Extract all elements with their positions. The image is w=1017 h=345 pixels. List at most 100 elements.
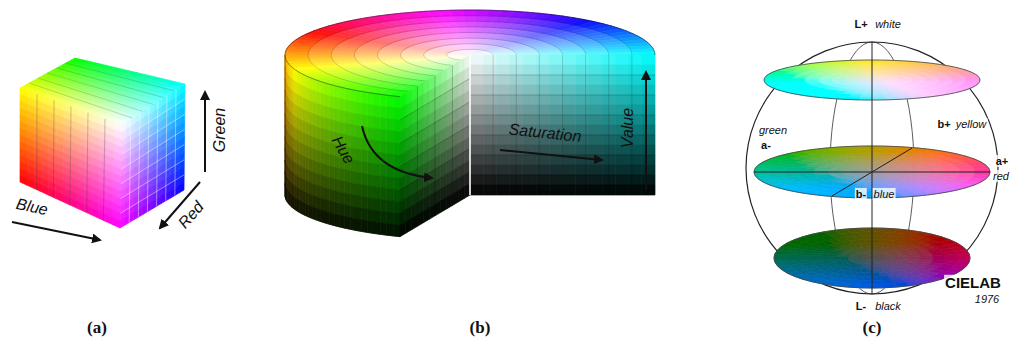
cylinder-cut-face-cell	[523, 55, 536, 65]
cylinder-cut-face-cell	[536, 75, 549, 85]
hue-arrow	[362, 126, 432, 178]
cylinder-side-cell	[302, 202, 305, 215]
cylinder-cut-face-cell	[615, 155, 628, 165]
cylinder-cut-face-cell	[629, 155, 642, 165]
cylinder-side-cell	[387, 212, 394, 224]
cylinder-cut-grid-line	[470, 75, 655, 76]
cylinder-cut-face-cell	[523, 105, 536, 115]
cube-side-face-cell	[147, 202, 152, 212]
cube-side-face-cell	[134, 210, 139, 220]
cylinder-side-cell	[393, 154, 400, 166]
cylinder-side-cell	[350, 124, 356, 137]
cylinder-side-cell	[305, 111, 308, 124]
cylinder-side-cell	[330, 178, 335, 191]
cylinder-cut-face-cell	[589, 135, 602, 145]
cylinder-cut-face-cell	[589, 145, 602, 155]
cylinder-side-cell	[345, 123, 350, 136]
cylinder-outline	[285, 55, 286, 195]
cube-front-grid-line	[53, 100, 55, 197]
cylinder-cut-face-cell	[483, 125, 496, 135]
cylinder-side-cell	[356, 219, 362, 232]
cylinder-top-cell	[456, 21, 466, 27]
cylinder-cut-face-cell	[496, 75, 509, 85]
cylinder-side-cell	[312, 125, 316, 138]
cylinder-cut-face-cell	[470, 55, 483, 65]
cylinder-side-cell	[368, 116, 374, 129]
cylinder-side-cell	[393, 189, 400, 201]
cylinder-cut-face-cell	[536, 95, 549, 105]
cylinder-side-cell	[294, 174, 296, 187]
cube-side-face-cell	[138, 207, 143, 217]
cylinder-side-cell	[297, 199, 300, 212]
cylinder-side-cell	[297, 82, 300, 95]
cylinder-side-cell	[387, 224, 394, 236]
cylinder-cut-face-cell	[483, 115, 496, 125]
cylinder-top-cell	[585, 53, 608, 55]
cylinder-side-cell	[302, 121, 305, 134]
cylinder-side-cell	[299, 201, 302, 214]
cylinder-side-cell	[302, 156, 305, 169]
cylinder-side-cell	[309, 124, 313, 137]
cylinder-cut-face-cell	[615, 75, 628, 85]
cube-front-face-cell	[99, 211, 106, 222]
cylinder-side-cell	[345, 100, 350, 113]
cylinder-side-cell	[312, 79, 316, 92]
cylinder-side-cell	[345, 216, 350, 229]
cylinder-side-cell	[374, 140, 380, 153]
cylinder-cut-face-cell	[496, 125, 509, 135]
cylinder-side-cell	[305, 157, 308, 170]
cylinder-side-cell	[309, 170, 313, 183]
cylinder-side-cell	[356, 160, 362, 173]
cylinder-side-cell	[312, 172, 316, 185]
cylinder-side-cell	[305, 181, 308, 194]
cylinder-side-cell	[335, 179, 340, 192]
cylinder-side-cell	[335, 191, 340, 204]
cylinder-cut-face-cell	[483, 75, 496, 85]
cylinder-side-cell	[325, 106, 330, 119]
cylinder-cut-face-cell	[429, 204, 435, 219]
cylinder-cut-face-cell	[576, 55, 589, 65]
cube-top-grid-line	[66, 63, 175, 91]
cylinder-top-cell	[514, 50, 537, 52]
cylinder-side-cell	[302, 74, 305, 87]
cylinder-cut-face-cell	[483, 175, 496, 185]
cylinder-top-cell	[465, 21, 475, 27]
cylinder-side-cell	[356, 90, 362, 103]
cylinder-side-cell	[302, 144, 305, 157]
cylinder-side-cell	[297, 152, 300, 165]
cylinder-side-cell	[312, 149, 316, 162]
cylinder-side-cell	[393, 178, 400, 190]
sphere-outline	[746, 42, 998, 294]
cylinder-outline	[285, 195, 400, 237]
cylinder-side-cell	[350, 194, 356, 207]
cylinder-cut-grid-line	[470, 175, 655, 176]
cylinder-cut-face-cell	[629, 165, 642, 175]
cylinder-side-cell	[312, 184, 316, 197]
cylinder-top-cell	[458, 50, 470, 55]
cylinder-cut-face-cell	[406, 218, 412, 233]
cylinder-cut-face-cell	[523, 155, 536, 165]
cylinder-side-cell	[350, 183, 356, 196]
cylinder-cut-face-cell	[536, 65, 549, 75]
cylinder-side-cell	[393, 119, 400, 131]
cylinder-side-cell	[312, 195, 316, 208]
cylinder-top-cell	[464, 10, 477, 16]
cylinder-side-cell	[305, 169, 308, 182]
cylinder-side-cell	[356, 102, 362, 115]
cube-front-face-cell	[113, 217, 120, 228]
cube-side-grid-line	[122, 99, 185, 140]
cylinder-side-cell	[321, 152, 325, 165]
cylinder-cut-face	[400, 55, 470, 237]
cylinder-cut-face-cell	[615, 165, 628, 175]
cylinder-side-cell	[368, 93, 374, 106]
cylinder-top-cell	[424, 56, 447, 58]
cylinder-cut-face-cell	[523, 75, 536, 85]
cube-side-face-cell	[157, 196, 162, 206]
cylinder-cut-face-cell	[589, 75, 602, 85]
cylinder-cut-face-cell	[400, 222, 406, 237]
cylinder-cut-face-cell	[470, 165, 483, 175]
cylinder-cut-face-cell	[615, 95, 628, 105]
cylinder-cut-face-cell	[642, 165, 655, 175]
cylinder-side-cell	[305, 204, 308, 217]
